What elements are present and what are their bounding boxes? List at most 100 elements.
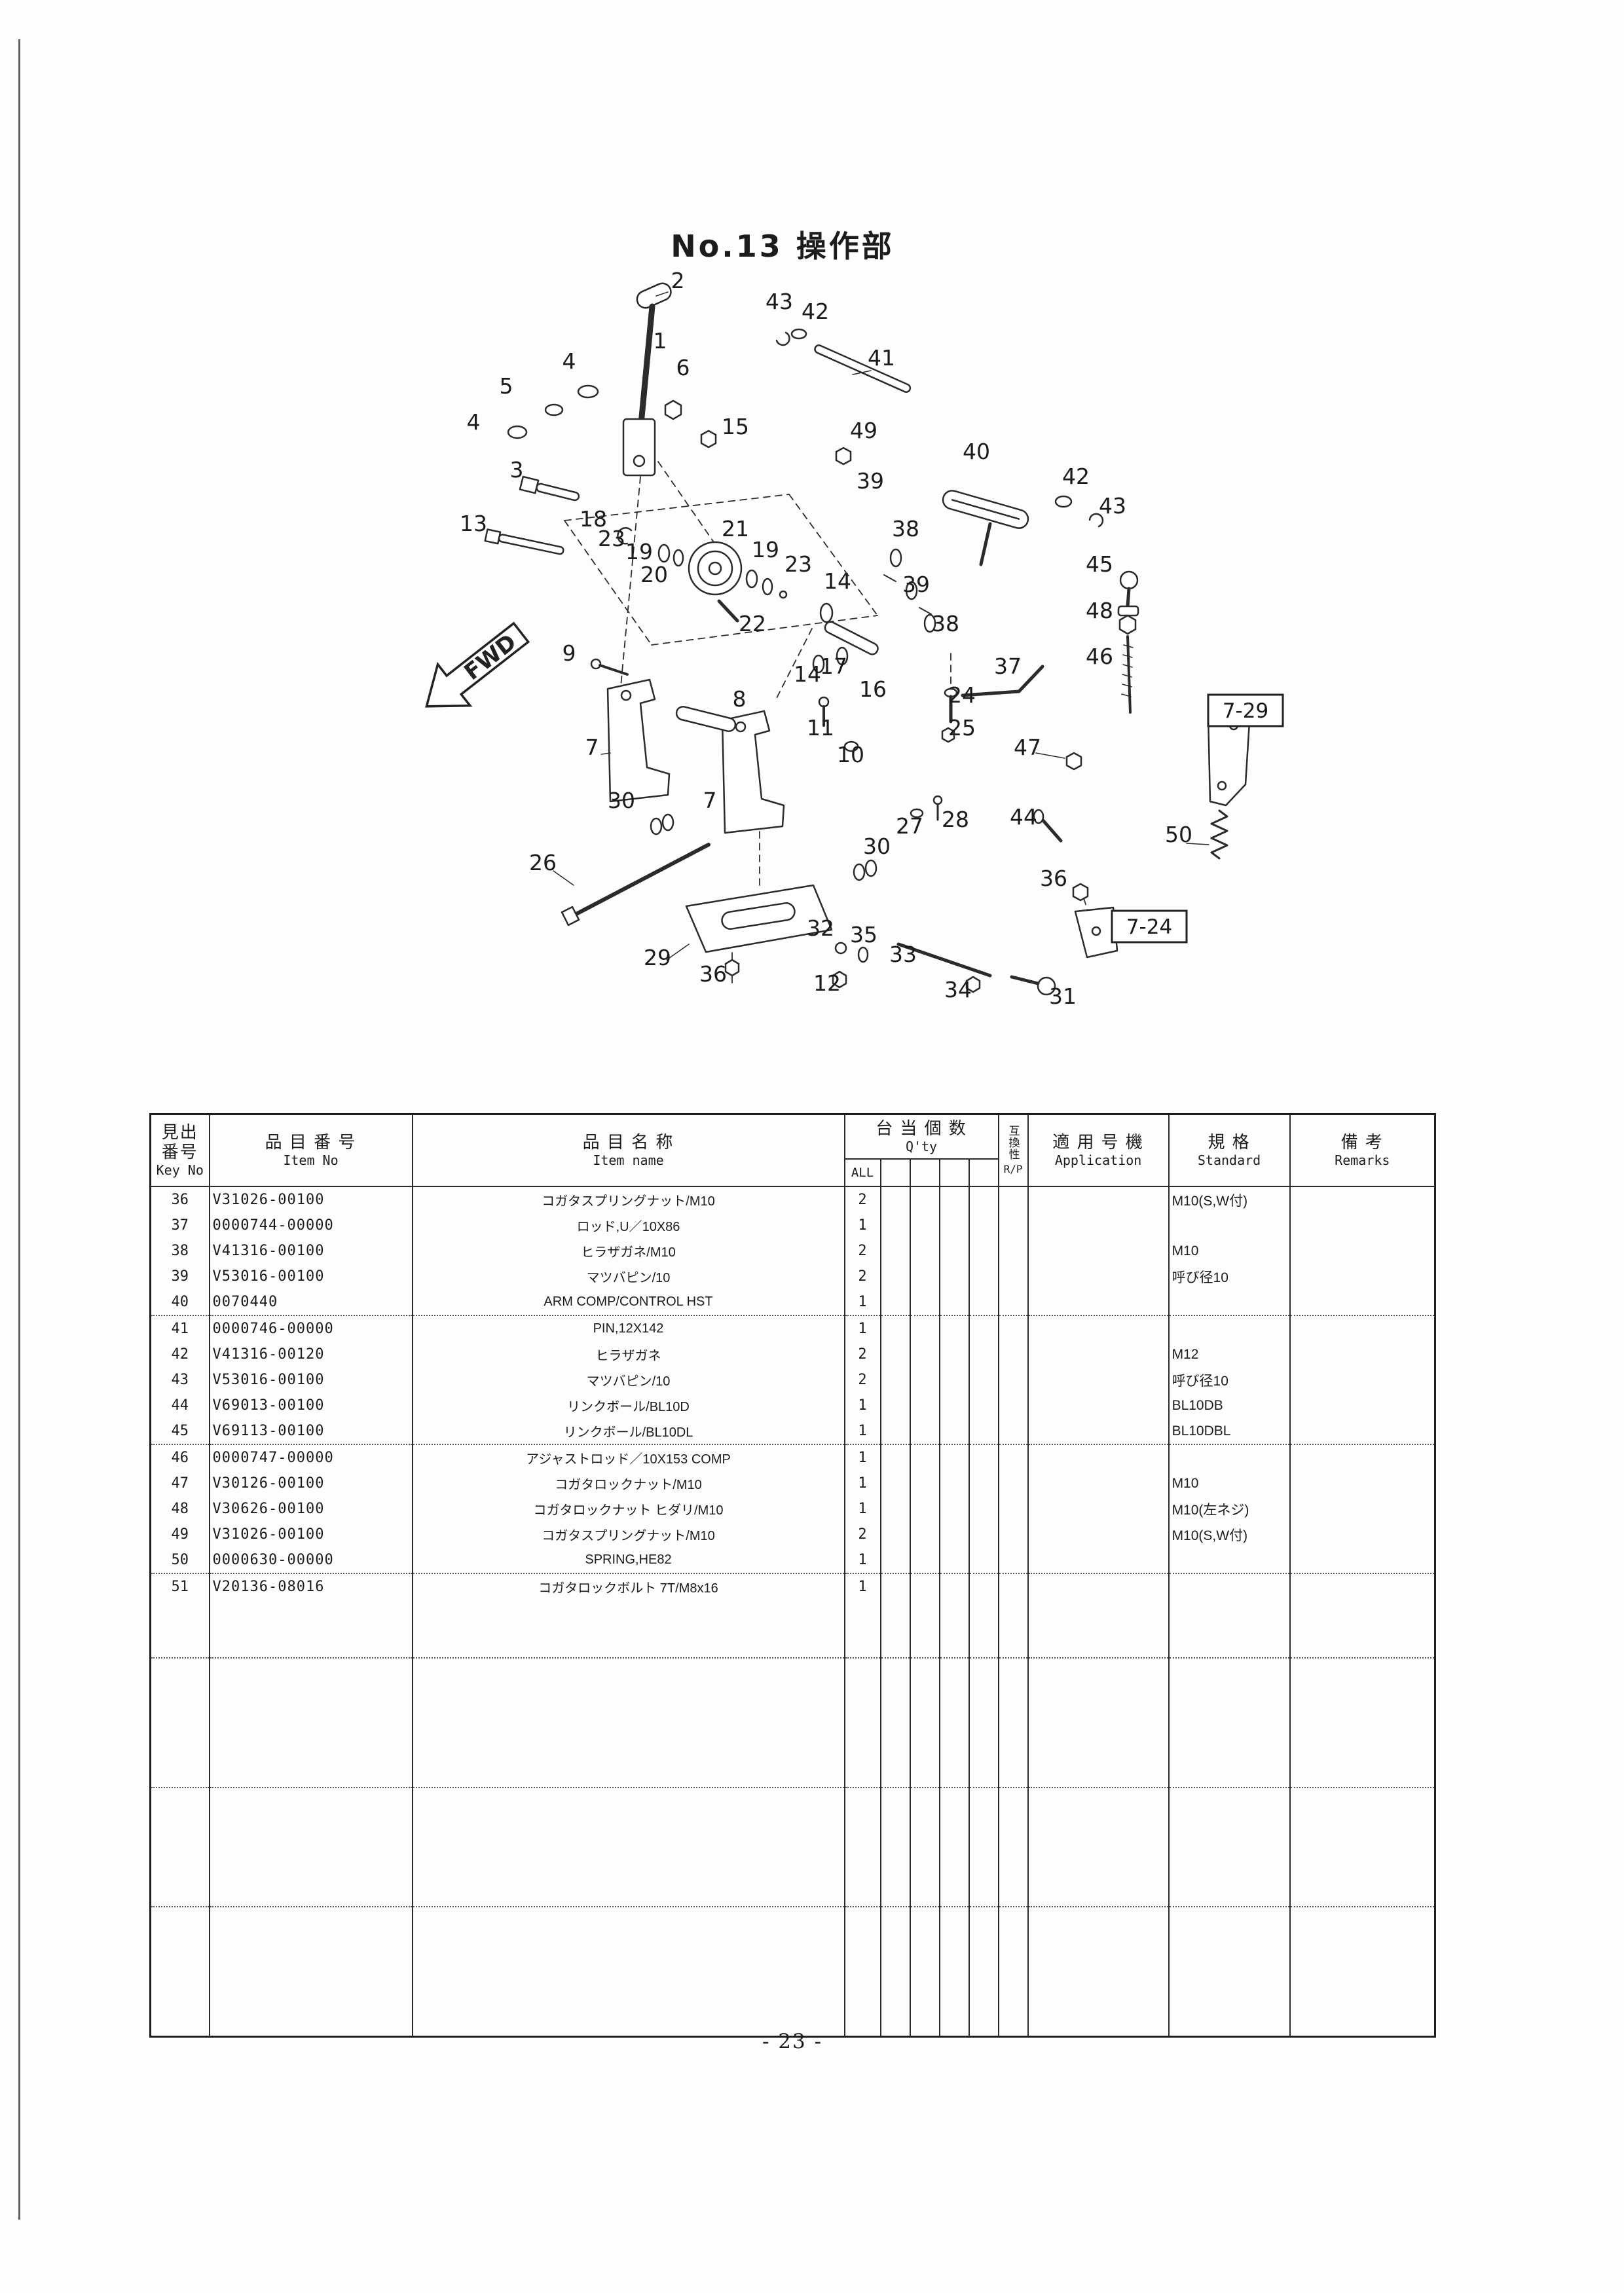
ref-box-label: 7-29 xyxy=(1223,699,1268,723)
col-header-remarks: 備 考 Remarks xyxy=(1289,1114,1436,1187)
col-header-item-name: 品 目 名 称 Item name xyxy=(411,1114,845,1187)
col-header-rp: 互換性 R/P xyxy=(997,1114,1029,1187)
callout-9: 9 xyxy=(563,640,576,666)
diagram-linework xyxy=(484,282,1251,996)
page-title: No.13 操作部 xyxy=(671,229,895,264)
callout-38: 38 xyxy=(932,611,959,636)
callout-19: 19 xyxy=(752,537,779,562)
callout-30: 30 xyxy=(863,834,891,859)
col-header-key-no: 見出 番号 Key No xyxy=(149,1114,210,1187)
callout-28: 28 xyxy=(942,807,969,832)
callout-42: 42 xyxy=(802,299,829,324)
callout-34: 34 xyxy=(944,977,972,1002)
callout-17: 17 xyxy=(820,653,847,679)
col-header-qty: 台 当 個 数 Q'ty xyxy=(843,1114,999,1160)
callout-18: 18 xyxy=(580,506,607,532)
callout-12: 12 xyxy=(813,970,841,996)
parts-table: 見出 番号 Key No 品 目 番 号 Item No 品 目 名 称 Ite… xyxy=(149,1113,1437,2038)
callout-36: 36 xyxy=(699,961,727,987)
callout-46: 46 xyxy=(1086,644,1113,669)
callout-25: 25 xyxy=(948,715,976,741)
col-header-qty-sub xyxy=(879,1159,911,1187)
callout-35: 35 xyxy=(850,922,877,947)
callout-8: 8 xyxy=(733,686,747,712)
table-filler-row xyxy=(149,1658,1436,1788)
callout-50: 50 xyxy=(1165,822,1192,847)
col-header-qty-sub xyxy=(909,1159,940,1187)
callout-1: 1 xyxy=(654,328,667,354)
ref-box-7-24 xyxy=(1111,909,1188,944)
callout-40: 40 xyxy=(963,439,990,464)
callout-4: 4 xyxy=(467,409,481,435)
callout-26: 26 xyxy=(529,850,557,875)
callout-32: 32 xyxy=(807,915,834,941)
callout-14: 14 xyxy=(794,661,821,687)
table-filler-row xyxy=(149,1600,1436,1659)
callout-2: 2 xyxy=(671,268,685,293)
callout-48: 48 xyxy=(1086,598,1113,623)
table-filler-row xyxy=(149,1788,1436,1907)
callout-42: 42 xyxy=(1062,464,1090,489)
callout-19: 19 xyxy=(625,539,653,564)
callout-45: 45 xyxy=(1086,551,1113,577)
callout-43: 43 xyxy=(766,289,793,314)
callout-23: 23 xyxy=(598,526,625,551)
table-filler-row xyxy=(149,1907,1436,2037)
callout-7: 7 xyxy=(585,735,599,760)
callout-3: 3 xyxy=(510,457,524,483)
ref-box-label: 7-24 xyxy=(1126,915,1172,939)
callout-31: 31 xyxy=(1049,983,1077,1009)
col-header-qty-sub xyxy=(968,1159,999,1187)
callout-43: 43 xyxy=(1099,493,1126,519)
callout-29: 29 xyxy=(644,945,671,970)
callout-27: 27 xyxy=(896,813,923,839)
callout-5: 5 xyxy=(500,373,513,399)
callout-7: 7 xyxy=(703,788,717,813)
callout-30: 30 xyxy=(608,788,635,813)
page-number: - 23 - xyxy=(762,2030,823,2053)
callout-14: 14 xyxy=(824,568,851,594)
callout-6: 6 xyxy=(676,355,690,380)
ref-box-7-29 xyxy=(1207,693,1284,727)
reference-boxes: 7-29 7-24 xyxy=(1111,693,1284,944)
callout-16: 16 xyxy=(859,676,887,702)
exploded-diagram: FWD 7-297-24 243421414564154933940424313… xyxy=(425,268,1284,1009)
col-header-application: 適 用 号 機 Application xyxy=(1027,1114,1170,1187)
col-header-item-no: 品 目 番 号 Item No xyxy=(208,1114,413,1187)
col-header-qty-all: ALL xyxy=(843,1159,881,1187)
callout-39: 39 xyxy=(857,468,884,494)
callout-15: 15 xyxy=(722,414,749,439)
callout-22: 22 xyxy=(739,611,766,636)
fwd-arrow: FWD xyxy=(425,621,530,708)
callout-4: 4 xyxy=(563,348,576,374)
callout-37: 37 xyxy=(994,653,1022,679)
callout-21: 21 xyxy=(722,516,749,541)
callout-44: 44 xyxy=(1010,804,1037,830)
callout-33: 33 xyxy=(889,942,917,967)
callout-23: 23 xyxy=(784,551,812,577)
callout-36: 36 xyxy=(1040,866,1067,891)
callout-49: 49 xyxy=(850,418,877,443)
callout-39: 39 xyxy=(902,572,930,597)
callout-10: 10 xyxy=(837,742,864,767)
scan-artifact-line xyxy=(18,39,20,2220)
callout-38: 38 xyxy=(892,516,919,541)
callout-11: 11 xyxy=(807,715,834,741)
